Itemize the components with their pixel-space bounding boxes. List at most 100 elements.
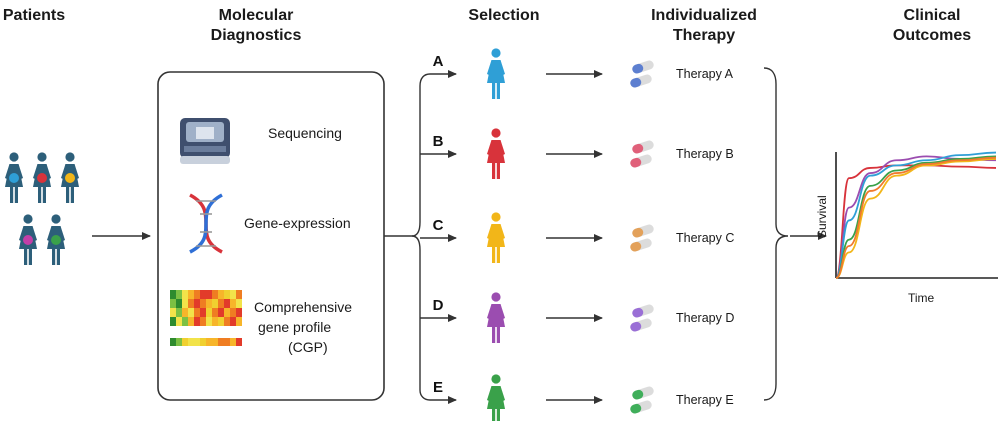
heatmap-cell <box>212 290 218 299</box>
heatmap-cell <box>224 299 230 308</box>
patient-marker <box>51 235 61 245</box>
chart-series <box>835 151 997 279</box>
heatmap-cell <box>170 317 176 326</box>
header-therapy-line2: Therapy <box>673 27 735 44</box>
group-letter: B <box>433 133 444 150</box>
y-axis-label: Survival <box>815 195 829 238</box>
pill-icon <box>630 140 654 168</box>
pill-icon <box>630 386 654 414</box>
header-therapy-line1: Individualized <box>651 7 757 24</box>
survival-series-6 <box>835 156 997 279</box>
header-molecular-line2: Diagnostics <box>211 27 302 44</box>
heatmap-cell <box>212 338 218 346</box>
heatmap-cell <box>194 338 200 346</box>
header-molecular-line1: Molecular <box>219 7 294 24</box>
dna-icon <box>189 193 223 254</box>
heatmap-cell <box>182 299 188 308</box>
heatmap-cell <box>194 317 200 326</box>
patient-figure <box>19 214 37 265</box>
sequencer-icon <box>180 118 230 164</box>
heatmap-cell <box>224 317 230 326</box>
heatmap-cell <box>182 308 188 317</box>
header-patients: Patients <box>3 7 65 24</box>
patients-group <box>5 152 79 265</box>
patient-figure <box>47 214 65 265</box>
heatmap-cell <box>230 299 236 308</box>
heatmap-cell <box>200 317 206 326</box>
heatmap-cell <box>212 317 218 326</box>
heatmap-cell <box>230 338 236 346</box>
group-letter: C <box>433 217 444 234</box>
label-sequencing: Sequencing <box>268 125 342 141</box>
pill-icon <box>630 224 654 252</box>
heatmap-icon <box>170 290 242 346</box>
heatmap-cell <box>236 338 242 346</box>
heatmap-cell <box>236 317 242 326</box>
heatmap-cell <box>188 290 194 299</box>
heatmap-cell <box>176 308 182 317</box>
heatmap-cell <box>218 338 224 346</box>
heatmap-cell <box>188 299 194 308</box>
heatmap-cell <box>206 308 212 317</box>
heatmap-cell <box>170 308 176 317</box>
therapy-label: Therapy A <box>676 67 734 81</box>
header-outcomes-line2: Outcomes <box>893 27 971 44</box>
heatmap-cell <box>218 308 224 317</box>
group-letter: D <box>433 297 444 314</box>
heatmap-cell <box>224 308 230 317</box>
group-row-c: C Therapy C <box>420 212 734 263</box>
patient-figure <box>487 212 505 263</box>
heatmap-cell <box>236 290 242 299</box>
heatmap-cell <box>176 338 182 346</box>
heatmap-cell <box>194 299 200 308</box>
heatmap-cell <box>218 317 224 326</box>
patient-figure <box>487 374 505 421</box>
group-row-d: D Therapy D <box>420 292 734 343</box>
heatmap-cell <box>194 290 200 299</box>
label-gene-expression: Gene-expression <box>244 215 351 231</box>
header-outcomes-line1: Clinical <box>904 7 961 24</box>
heatmap-cell <box>236 299 242 308</box>
heatmap-cell <box>200 308 206 317</box>
heatmap-cell <box>212 308 218 317</box>
patient-figure <box>33 152 51 203</box>
survival-series-3 <box>835 151 997 279</box>
pill-icon <box>630 60 654 88</box>
heatmap-cell <box>200 290 206 299</box>
group-letter: E <box>433 379 443 396</box>
patient-marker <box>37 173 47 183</box>
heatmap-cell <box>230 317 236 326</box>
x-axis-label: Time <box>908 291 935 305</box>
heatmap-cell <box>218 299 224 308</box>
heatmap-cell <box>200 338 206 346</box>
heatmap-cell <box>212 299 218 308</box>
heatmap-cell <box>194 308 200 317</box>
survival-series-4 <box>835 155 997 279</box>
heatmap-cell <box>182 338 188 346</box>
label-cgp-line2: gene profile <box>258 319 331 335</box>
patient-figure <box>61 152 79 203</box>
heatmap-cell <box>176 290 182 299</box>
heatmap-cell <box>206 299 212 308</box>
selection-branches <box>384 73 431 401</box>
pill-icon <box>630 304 654 332</box>
heatmap-cell <box>230 308 236 317</box>
therapy-label: Therapy B <box>676 147 734 161</box>
therapy-brace <box>763 67 789 401</box>
group-row-b: B Therapy B <box>420 128 734 179</box>
heatmap-cell <box>182 290 188 299</box>
patient-marker <box>23 235 33 245</box>
heatmap-cell <box>188 338 194 346</box>
group-letter: A <box>433 53 444 70</box>
label-cgp-line3: (CGP) <box>288 339 328 355</box>
therapy-label: Therapy C <box>676 231 734 245</box>
heatmap-cell <box>170 338 176 346</box>
heatmap-cell <box>188 317 194 326</box>
patient-figure <box>487 48 505 99</box>
heatmap-cell <box>176 299 182 308</box>
therapy-label: Therapy D <box>676 311 734 325</box>
heatmap-cell <box>224 338 230 346</box>
heatmap-cell <box>206 338 212 346</box>
